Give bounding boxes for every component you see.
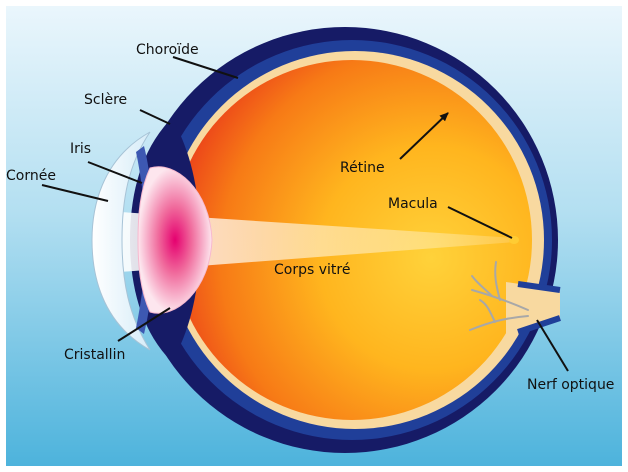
cornee-label: Cornée xyxy=(6,168,56,184)
macula-label: Macula xyxy=(388,196,438,212)
sclere-label: Sclère xyxy=(84,92,127,108)
choroide-label: Choroïde xyxy=(136,42,199,58)
corps-vitre-label: Corps vitré xyxy=(274,262,350,278)
nerf-optique-label: Nerf optique xyxy=(527,377,614,393)
cristallin-label: Cristallin xyxy=(64,347,125,363)
retine-label: Rétine xyxy=(340,160,385,176)
iris-label: Iris xyxy=(70,141,91,157)
